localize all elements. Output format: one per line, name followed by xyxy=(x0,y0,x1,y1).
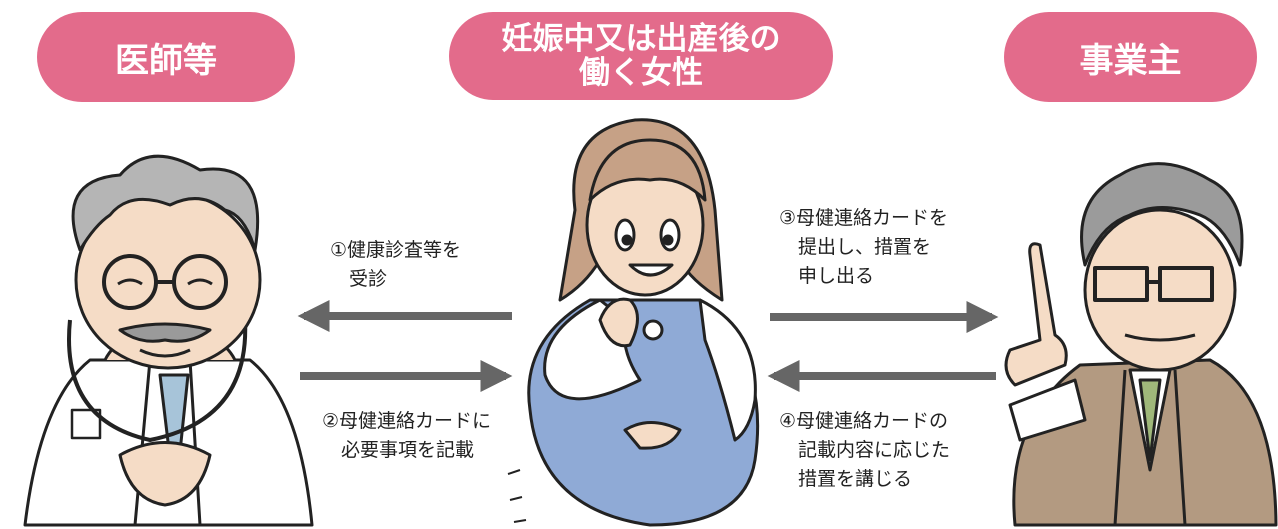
header-doctor-label: 医師等 xyxy=(115,40,217,81)
step3-line2: 提出し、措置を xyxy=(798,236,932,258)
step1-line2: 受診 xyxy=(349,268,388,290)
step4-line2: 記載内容に応じた xyxy=(798,439,951,461)
doctor-illustration xyxy=(23,154,314,527)
step2-line1: ②母健連絡カードに xyxy=(322,410,492,432)
step4-line3: 措置を講じる xyxy=(798,468,913,490)
step4-line1: ④母健連絡カードの xyxy=(779,410,949,432)
step1-line1: ①健康診査等を xyxy=(330,239,462,261)
step2-label: ②母健連絡カードに 必要事項を記載 xyxy=(322,407,491,465)
step1-label: ①健康診査等を 受診 xyxy=(330,236,461,294)
woman-illustration xyxy=(507,118,760,527)
header-woman-line2: 働く女性 xyxy=(579,55,703,91)
step3-line3: 申し出る xyxy=(798,265,875,287)
header-working-woman: 妊娠中又は出産後の 働く女性 xyxy=(449,12,833,100)
header-doctor: 医師等 xyxy=(37,12,295,102)
step3-label: ③母健連絡カードを 提出し、措置を 申し出る xyxy=(779,204,948,291)
employer-illustration xyxy=(1004,162,1278,527)
step3-line1: ③母健連絡カードを xyxy=(779,207,949,229)
step4-label: ④母健連絡カードの 記載内容に応じた 措置を講じる xyxy=(779,407,950,494)
header-employer: 事業主 xyxy=(1004,12,1257,102)
step2-line2: 必要事項を記載 xyxy=(341,439,475,461)
header-woman-line1: 妊娠中又は出産後の xyxy=(501,21,781,57)
header-employer-label: 事業主 xyxy=(1079,40,1182,81)
